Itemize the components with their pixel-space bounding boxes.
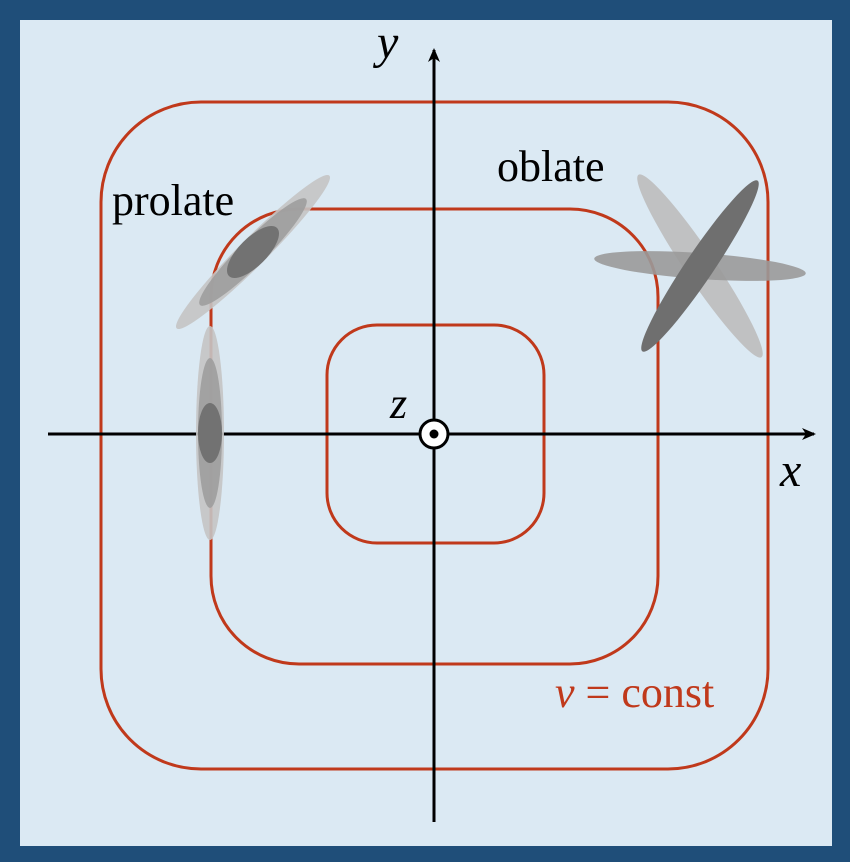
prolate-label: prolate <box>112 176 234 225</box>
x-axis-label: x <box>779 444 801 497</box>
z-axis-label: z <box>389 379 407 428</box>
oblate-ellipsoid <box>594 174 806 358</box>
contour-label: v = const <box>555 668 714 717</box>
contour-equation: = const <box>575 668 715 717</box>
z-axis-out-of-page-icon <box>418 418 450 450</box>
prolate-ellipsoid-xaxis <box>196 326 224 540</box>
prolate-ellipsoid-diagonal <box>175 174 331 330</box>
y-axis-label: y <box>372 16 399 69</box>
contour-variable: v <box>555 668 575 717</box>
oblate-label: oblate <box>497 142 605 191</box>
